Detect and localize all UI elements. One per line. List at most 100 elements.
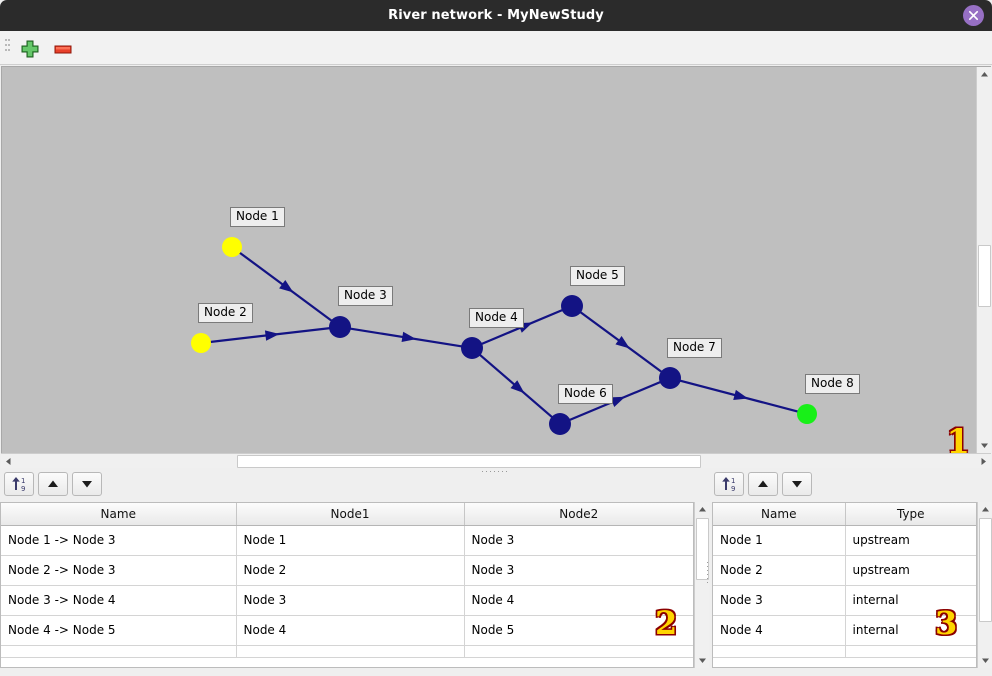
close-icon[interactable]	[963, 5, 984, 26]
links-table-vertical-scrollbar[interactable]	[694, 502, 709, 668]
scroll-right-icon[interactable]	[976, 454, 991, 469]
graph-node-label[interactable]: Node 2	[198, 303, 253, 323]
nodes-scroll-up-icon[interactable]	[978, 502, 992, 517]
nodes-scroll-down-icon[interactable]	[978, 653, 992, 668]
graph-node[interactable]	[461, 337, 483, 359]
nodes-table-column-header[interactable]: Type	[845, 503, 976, 526]
nodes-table-cell[interactable]: Node 3	[713, 585, 846, 616]
links-table-cell[interactable]: Node 4	[464, 585, 693, 616]
nodes-table-cell[interactable]: Node 4	[713, 615, 846, 646]
links-table-cell[interactable]: Node 3	[236, 585, 465, 616]
links-table-cell[interactable]: Node 5	[464, 615, 693, 646]
links-table-cell[interactable]: Node 3	[464, 555, 693, 586]
graph-node[interactable]	[191, 333, 211, 353]
links-vscroll-thumb[interactable]	[696, 518, 709, 580]
graph-horizontal-scrollbar[interactable]	[1, 453, 991, 468]
nodes-table-column-header[interactable]: Name	[713, 503, 846, 526]
add-node-icon[interactable]	[19, 38, 41, 60]
links-move-down-icon[interactable]	[72, 472, 102, 496]
graph-edge-arrow-icon	[615, 335, 630, 349]
links-table-cell-empty[interactable]	[464, 645, 693, 658]
graph-vscroll-thumb[interactable]	[978, 245, 991, 307]
links-move-up-icon[interactable]	[38, 472, 68, 496]
links-scroll-down-icon[interactable]	[695, 653, 710, 668]
graph-edges	[209, 251, 799, 422]
graph-node[interactable]	[549, 413, 571, 435]
links-table-cell[interactable]: Node 4	[236, 615, 465, 646]
nodes-table-cell[interactable]: Node 1	[713, 525, 846, 556]
links-table-column-header[interactable]: Node2	[464, 503, 693, 526]
graph-edge-arrow-icon	[279, 280, 294, 293]
toolbar-grip[interactable]	[5, 39, 10, 57]
delete-node-icon[interactable]	[52, 38, 74, 60]
graph-node[interactable]	[797, 404, 817, 424]
nodes-table-cell-empty[interactable]	[713, 645, 846, 658]
splitter-grip	[482, 471, 510, 473]
scroll-down-icon[interactable]	[977, 438, 992, 453]
links-table-cell[interactable]: Node 3	[464, 525, 693, 556]
graph-hscroll-thumb[interactable]	[237, 455, 701, 468]
graph-node-label[interactable]: Node 8	[805, 374, 860, 394]
svg-text:1: 1	[731, 477, 735, 485]
links-table-cell[interactable]: Node 1	[236, 525, 465, 556]
nodes-table-cell[interactable]: upstream	[845, 525, 976, 556]
links-table-column-header[interactable]: Name	[1, 503, 237, 526]
links-table-row-empty[interactable]	[1, 645, 693, 658]
network-graph-svg	[191, 237, 817, 435]
links-table-cell[interactable]: Node 3 -> Node 4	[1, 585, 237, 616]
graph-node-label[interactable]: Node 7	[667, 338, 722, 358]
links-table-cell[interactable]: Node 1 -> Node 3	[1, 525, 237, 556]
scroll-left-icon[interactable]	[1, 454, 16, 469]
graph-node-label[interactable]: Node 1	[230, 207, 285, 227]
graph-node-label[interactable]: Node 3	[338, 286, 393, 306]
nodes-panel-toolbar: 1 9	[714, 472, 824, 498]
graph-vertical-scrollbar[interactable]	[976, 67, 991, 453]
graph-node[interactable]	[222, 237, 242, 257]
svg-text:9: 9	[731, 485, 735, 493]
nodes-table-cell-empty[interactable]	[845, 645, 976, 658]
graph-node[interactable]	[561, 295, 583, 317]
nodes-vscroll-thumb[interactable]	[979, 518, 992, 622]
network-graph-canvas[interactable]: Node 1 Node 2 Node 3 Node 4 Node 5 Node 6 Node…	[1, 66, 991, 468]
links-scroll-up-icon[interactable]	[695, 502, 710, 517]
panel-vertical-splitter[interactable]	[707, 562, 710, 584]
graph-node-label[interactable]: Node 5	[570, 266, 625, 286]
links-panel-toolbar: 1 9	[4, 472, 114, 498]
graph-edge-arrow-icon	[610, 396, 626, 407]
graph-node-label[interactable]: Node 6	[558, 384, 613, 404]
links-table-cell-empty[interactable]	[1, 645, 237, 658]
links-table-cell[interactable]: Node 4 -> Node 5	[1, 615, 237, 646]
graph-node[interactable]	[329, 316, 351, 338]
scroll-up-icon[interactable]	[977, 67, 992, 82]
nodes-table-cell[interactable]: upstream	[845, 555, 976, 586]
graph-node-label[interactable]: Node 4	[469, 308, 524, 328]
nodes-move-up-icon[interactable]	[748, 472, 778, 496]
links-table-cell-empty[interactable]	[236, 645, 465, 658]
nodes-table-cell[interactable]: internal	[845, 585, 976, 616]
nodes-table-vertical-scrollbar[interactable]	[977, 502, 992, 668]
graph-nodes	[191, 237, 817, 435]
links-table-cell[interactable]: Node 2	[236, 555, 465, 586]
nodes-table-cell[interactable]: Node 2	[713, 555, 846, 586]
svg-text:1: 1	[21, 477, 25, 485]
main-toolbar	[0, 31, 992, 65]
nodes-move-down-icon[interactable]	[782, 472, 812, 496]
links-sort-icon[interactable]: 1 9	[4, 472, 34, 496]
links-table-cell[interactable]: Node 2 -> Node 3	[1, 555, 237, 586]
nodes-table-row-empty[interactable]	[713, 645, 976, 658]
graph-node[interactable]	[659, 367, 681, 389]
nodes-table-cell[interactable]: internal	[845, 615, 976, 646]
nodes-sort-icon[interactable]: 1 9	[714, 472, 744, 496]
links-table-column-header[interactable]: Node1	[236, 503, 465, 526]
